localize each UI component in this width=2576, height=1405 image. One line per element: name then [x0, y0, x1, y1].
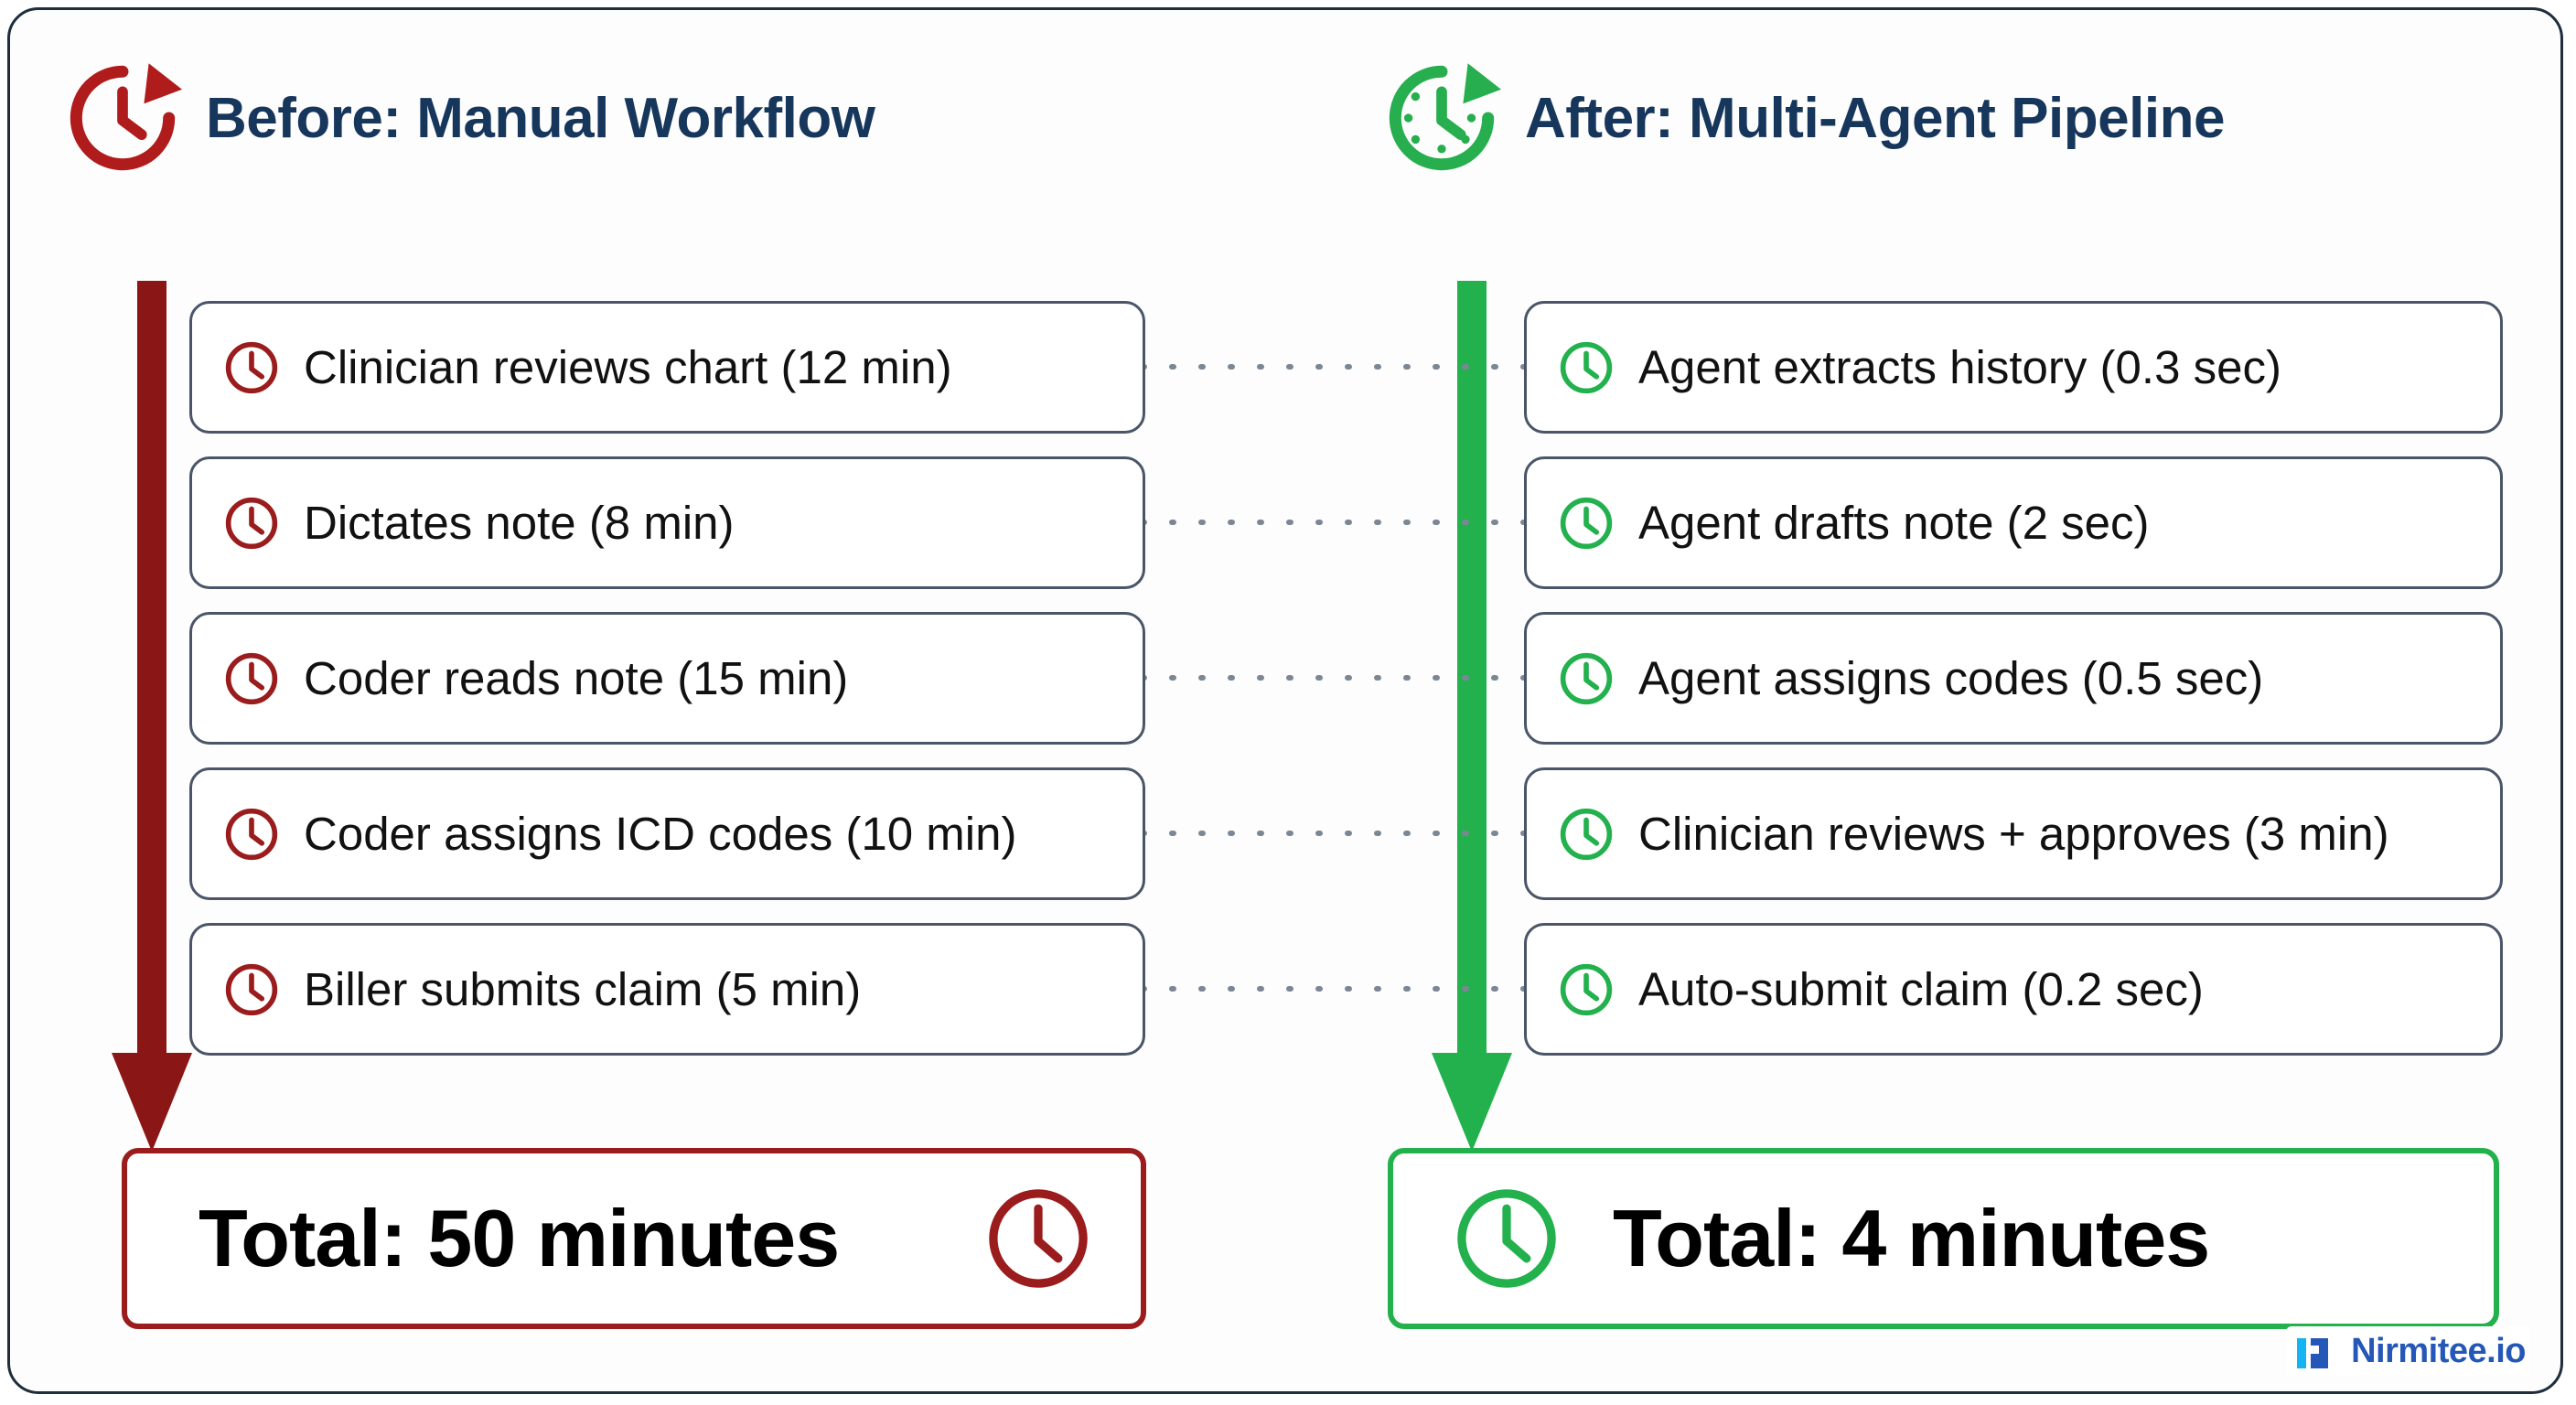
before-column: Before: Manual Workflow Clinician review… [10, 10, 1282, 1391]
brand-name: Nirmitee.io [2351, 1332, 2526, 1370]
after-total-label: Total: 4 minutes [1613, 1193, 2210, 1283]
clock-icon [1560, 652, 1613, 704]
step-item[interactable]: Clinician reviews chart (12 min) [189, 301, 1145, 434]
step-item[interactable]: Agent extracts history (0.3 sec) [1524, 301, 2503, 434]
comparison-infographic: Before: Manual Workflow Clinician review… [7, 7, 2563, 1394]
before-total-label: Total: 50 minutes [199, 1193, 840, 1283]
clock-icon [225, 808, 278, 860]
after-title: After: Multi-Agent Pipeline [1525, 86, 2225, 150]
clock-icon [1560, 341, 1613, 393]
after-column: After: Multi-Agent Pipeline Agent extrac… [1282, 10, 2553, 1391]
step-item[interactable]: Agent assigns codes (0.5 sec) [1524, 612, 2503, 745]
brand-watermark: Nirmitee.io [2286, 1326, 2529, 1377]
clock-icon [1560, 963, 1613, 1015]
step-item[interactable]: Coder reads note (15 min) [189, 612, 1145, 745]
clock-icon [225, 497, 278, 549]
after-step-list: Agent extracts history (0.3 sec) Agent d… [1524, 301, 2503, 1056]
step-label: Coder reads note (15 min) [304, 652, 849, 704]
step-label: Agent assigns codes (0.5 sec) [1638, 652, 2264, 704]
step-item[interactable]: Agent drafts note (2 sec) [1524, 456, 2503, 589]
step-item[interactable]: Auto-submit claim (0.2 sec) [1524, 923, 2503, 1056]
after-column-header: After: Multi-Agent Pipeline [1382, 54, 2225, 182]
step-label: Dictates note (8 min) [304, 497, 735, 549]
step-label: Clinician reviews + approves (3 min) [1638, 808, 2389, 860]
step-label: Auto-submit claim (0.2 sec) [1638, 963, 2204, 1015]
before-title: Before: Manual Workflow [206, 86, 875, 150]
step-label: Clinician reviews chart (12 min) [304, 341, 952, 393]
clock-rotate-icon [70, 63, 182, 171]
step-label: Biller submits claim (5 min) [304, 963, 862, 1015]
clock-icon [1457, 1189, 1556, 1288]
step-item[interactable]: Coder assigns ICD codes (10 min) [189, 767, 1145, 900]
before-step-list: Clinician reviews chart (12 min) Dictate… [189, 301, 1145, 1056]
nirmitee-logo-mark [2297, 1337, 2329, 1368]
before-total-box: Total: 50 minutes [122, 1148, 1146, 1329]
before-flow-arrow [112, 281, 192, 1152]
step-item[interactable]: Clinician reviews + approves (3 min) [1524, 767, 2503, 900]
clock-rotate-ticks-icon [1389, 63, 1501, 171]
step-label: Agent drafts note (2 sec) [1638, 497, 2150, 549]
step-item[interactable]: Biller submits claim (5 min) [189, 923, 1145, 1056]
after-total-box: Total: 4 minutes [1388, 1148, 2499, 1329]
clock-icon [225, 341, 278, 393]
step-label: Coder assigns ICD codes (10 min) [304, 808, 1017, 860]
step-label: Agent extracts history (0.3 sec) [1638, 341, 2281, 393]
clock-icon [1560, 497, 1613, 549]
before-column-header: Before: Manual Workflow [63, 54, 875, 182]
clock-icon [225, 652, 278, 704]
step-item[interactable]: Dictates note (8 min) [189, 456, 1145, 589]
clock-icon [1560, 808, 1613, 860]
clock-icon [989, 1189, 1088, 1288]
clock-icon [225, 963, 278, 1015]
after-flow-arrow [1432, 281, 1512, 1152]
